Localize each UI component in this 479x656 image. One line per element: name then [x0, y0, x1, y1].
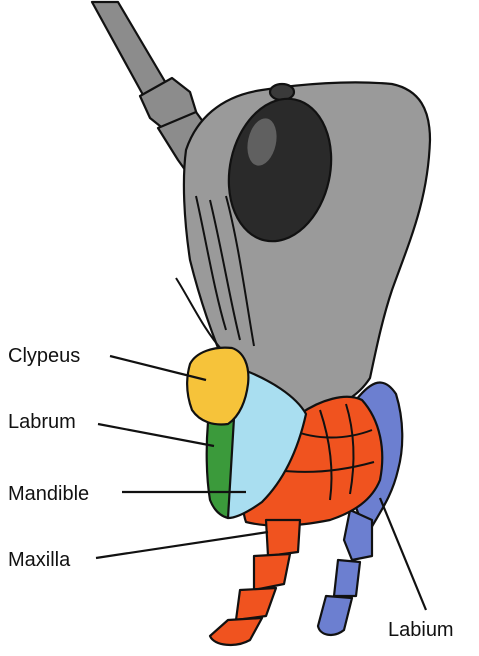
- clypeus-part: [187, 348, 248, 425]
- ocellus: [270, 84, 294, 100]
- maxilla-leader: [96, 532, 268, 558]
- mandible-label: Mandible: [8, 483, 89, 505]
- maxilla-label: Maxilla: [8, 549, 71, 571]
- labium-label: Labium: [388, 619, 454, 641]
- labium-leader: [380, 498, 426, 610]
- labrum-label: Labrum: [8, 411, 76, 433]
- clypeus-label: Clypeus: [8, 345, 80, 367]
- labrum-leader: [98, 424, 214, 446]
- labrum-part: [207, 418, 234, 518]
